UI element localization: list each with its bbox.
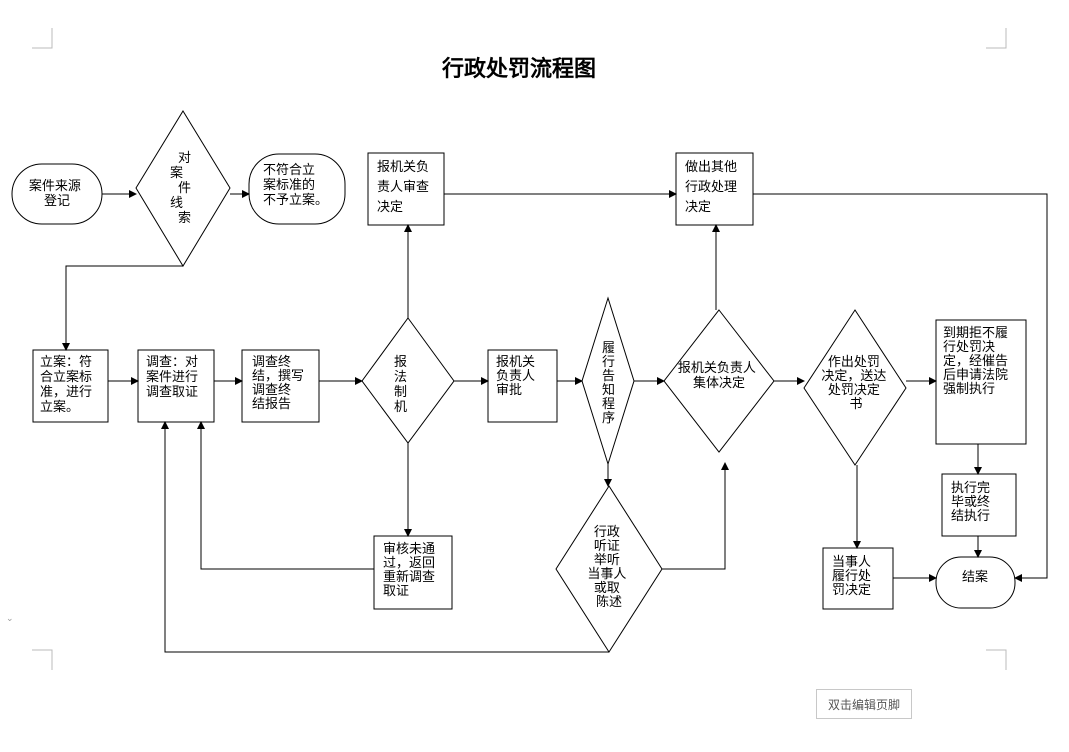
node-comply-shape (822, 547, 894, 610)
edit-footer-button[interactable]: 双击编辑页脚 (816, 689, 912, 719)
node-decide-text: 作出处罚 决定，送达 处罚决定 书 (821, 355, 890, 412)
node-return-text: 审核未通 过，返回 重新调查 取证 (383, 542, 439, 599)
node-legal-text: 报 法 制 机 (394, 355, 411, 415)
node-summary-text: 调查终 结，撰写 调查终 结报告 (252, 354, 308, 412)
node-other-shape (675, 152, 754, 226)
node-notify-text: 履 行 告 知 程 序 (602, 341, 619, 426)
node-summary-shape (241, 349, 320, 423)
node-hearing-text: 行政 听证 举听 当事人 或取 陈述 (587, 525, 630, 610)
node-collective-text: 报机关负责人 集体决定 (678, 361, 760, 391)
node-collective-shape (663, 309, 775, 453)
node-force-text: 到期拒不履 行处罚决 定，经催告 后申请法院 强制执行 (943, 326, 1012, 397)
node-reject-shape (248, 153, 346, 225)
edge-return-investigate (197, 421, 374, 570)
node-investigate-shape (137, 349, 215, 423)
page-corner-marks (32, 28, 1007, 670)
node-done-shape (941, 473, 1017, 537)
node-filing-text: 立案：符 合立案标 准，进行 立案。 (40, 354, 96, 415)
node-clue-text: 对 案 件 线 索 (170, 151, 195, 226)
edge-clue-filing (62, 265, 183, 351)
node-done-text: 执行完 毕或终 结执行 (951, 481, 994, 524)
edge-hearing-collective (662, 462, 729, 570)
node-decide-shape (803, 309, 907, 466)
node-close-text: 结案 (962, 570, 988, 585)
page-margin-mark: ⌄ (6, 614, 14, 624)
node-approve-text: 报机关 负责人 审批 (496, 355, 539, 398)
edge-hearing-investigate (161, 421, 609, 653)
page-title: 行政处罚流程图 (441, 56, 596, 82)
node-report-head-text: 报机关负 责人审查 决定 (377, 160, 433, 215)
node-investigate-text: 调查：对 案件进行 调查取证 (146, 355, 202, 400)
node-comply-text: 当事人 履行处 罚决定 (832, 555, 875, 598)
node-other-text: 做出其他 行政处理 决定 (685, 160, 741, 215)
node-source-text: 案件来源 登记 (29, 179, 85, 209)
node-return-shape (373, 535, 453, 610)
node-report-head-shape (367, 152, 445, 226)
node-approve-shape (487, 349, 558, 423)
edge-other-close (753, 193, 1048, 582)
node-reject-text: 不符合立 案标准的 不予立案。 (263, 162, 328, 208)
node-filing-shape (32, 349, 109, 423)
